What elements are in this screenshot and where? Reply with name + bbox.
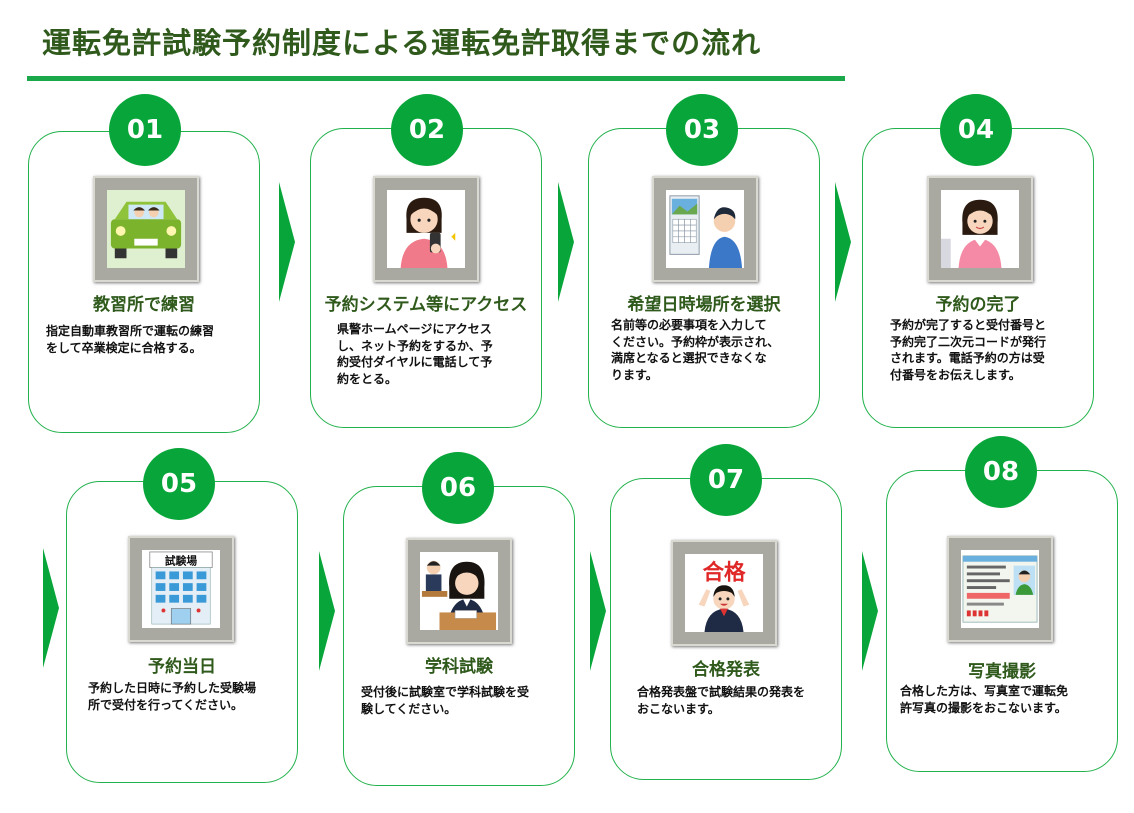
flow-arrow-1-2 (279, 182, 295, 302)
flow-arrow-4-5 (43, 548, 59, 668)
flow-arrow-2-3 (558, 182, 574, 302)
step-frame (927, 176, 1033, 282)
flow-arrow-7-8 (862, 551, 878, 671)
step-number-badge: 08 (965, 436, 1037, 508)
step-frame (93, 176, 199, 282)
step-title: 合格発表 (692, 660, 760, 680)
step-title: 希望日時場所を選択 (627, 295, 781, 315)
reception-staff-icon (941, 190, 1019, 268)
step-description: 予約した日時に予約した受験場 所で受付を行ってください。 (88, 681, 257, 712)
building-sign: 試験場 (165, 555, 197, 568)
step-frame (406, 538, 512, 644)
car-driving-icon (107, 190, 185, 268)
step-title: 予約システム等にアクセス (324, 295, 528, 315)
step-frame (652, 176, 758, 282)
page-title: 運転免許試験予約制度による運転免許取得までの流れ (42, 26, 762, 60)
pass-announcement-icon: 合格 (685, 554, 763, 632)
step-number-badge: 05 (143, 448, 215, 520)
step-frame: 試験場 (128, 536, 234, 642)
written-exam-icon (420, 552, 498, 630)
step-description: 名前等の必要事項を入力して ください。予約枠が表示され、 満席となると選択できな… (611, 318, 780, 382)
step-title: 教習所で練習 (93, 295, 195, 315)
step-frame (947, 536, 1053, 642)
step-number-badge: 04 (940, 94, 1012, 166)
step-description: 指定自動車教習所で運転の練習 をして卒業検定に合格する。 (46, 324, 215, 355)
step-number-badge: 01 (109, 94, 181, 166)
step-number-badge: 06 (422, 452, 494, 524)
license-card-icon (961, 550, 1039, 628)
step-title: 学科試験 (425, 657, 493, 677)
step-description: 受付後に試験室で学科試験を受 験してください。 (361, 685, 530, 716)
pass-sign: 合格 (703, 559, 746, 585)
step-description: 合格発表盤で試験結果の発表を おこないます。 (637, 685, 806, 716)
step-description: 合格した方は、写真室で運転免 許写真の撮影をおこないます。 (900, 684, 1069, 715)
test-center-building-icon: 試験場 (142, 550, 220, 628)
flow-arrow-5-6 (319, 551, 335, 671)
step-frame (373, 176, 479, 282)
smartphone-user-icon (387, 190, 465, 268)
step-title: 写真撮影 (968, 662, 1036, 682)
step-description: 県警ホームページにアクセス し、ネット予約をするか、予 約受付ダイヤルに電話して… (337, 322, 493, 386)
flow-arrow-6-7 (590, 551, 606, 671)
step-number-badge: 03 (666, 94, 738, 166)
step-title: 予約の完了 (935, 295, 1021, 315)
title-underline (27, 76, 845, 81)
step-frame: 合格 (671, 540, 777, 646)
step-number-badge: 02 (391, 94, 463, 166)
calendar-selection-icon (666, 190, 744, 268)
step-number-badge: 07 (690, 444, 762, 516)
step-title: 予約当日 (148, 657, 216, 677)
flow-arrow-3-4 (835, 182, 851, 302)
step-description: 予約が完了すると受付番号と 予約完了二次元コードが発行 されます。電話予約の方は… (890, 318, 1047, 382)
